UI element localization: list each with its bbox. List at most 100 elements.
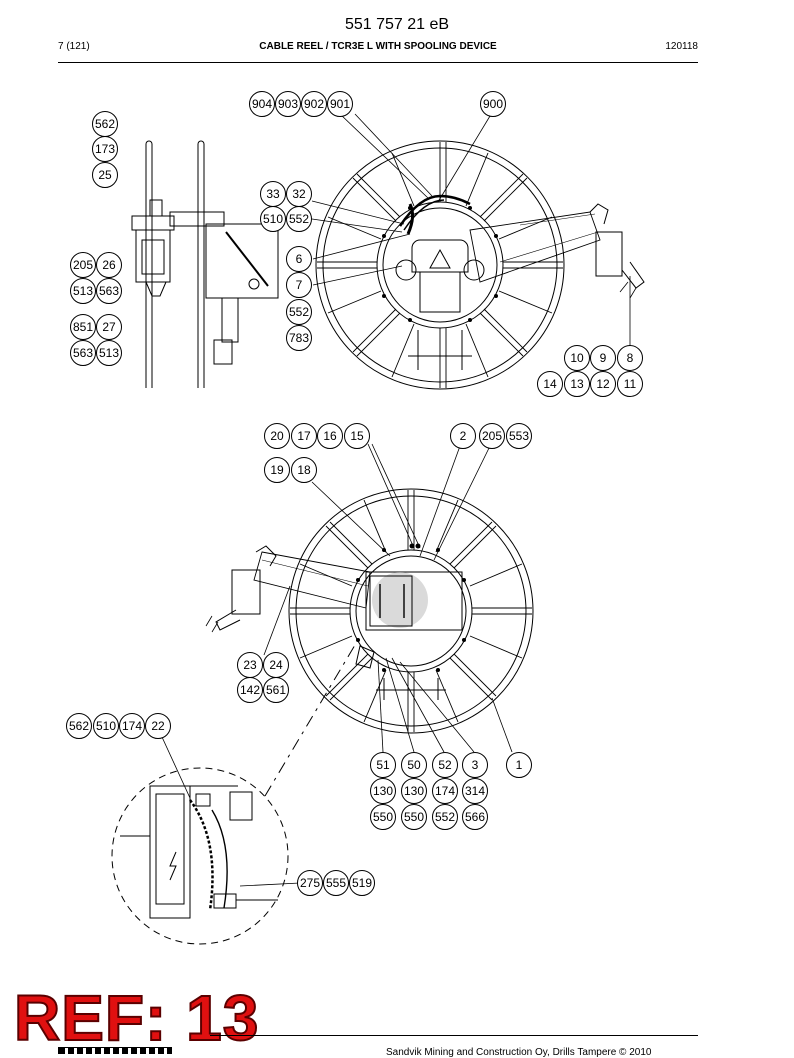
part-callout: 562 — [66, 713, 92, 739]
callout-label: 851 — [73, 320, 93, 334]
callout-circle — [301, 91, 327, 117]
callout-label: 7 — [296, 278, 303, 292]
part-callout: 550 — [401, 804, 427, 830]
part-callout: 563 — [96, 278, 122, 304]
callout-circle — [264, 423, 290, 449]
part-callout: 510 — [93, 713, 119, 739]
callout-circle — [564, 345, 590, 371]
callout-label: 519 — [352, 876, 372, 890]
part-callout: 13 — [564, 371, 590, 397]
callout-label: 20 — [270, 429, 284, 443]
callout-label: 18 — [297, 463, 311, 477]
callout-label: 32 — [292, 187, 306, 201]
callout-circle — [263, 677, 289, 703]
callout-circle — [70, 252, 96, 278]
part-callout: 513 — [96, 340, 122, 366]
part-callout: 33 — [260, 181, 286, 207]
callout-label: 174 — [122, 719, 142, 733]
header-divider — [58, 62, 698, 63]
callout-label: 3 — [472, 758, 479, 772]
callout-circle — [462, 778, 488, 804]
part-callout: 27 — [96, 314, 122, 340]
callout-circle — [344, 423, 370, 449]
callout-label: 11 — [624, 377, 637, 391]
callout-circle — [462, 752, 488, 778]
detail-view — [111, 644, 356, 945]
callout-label: 275 — [300, 876, 320, 890]
callout-label: 783 — [289, 331, 309, 345]
callout-circle — [401, 752, 427, 778]
part-callout: 902 — [301, 91, 327, 117]
callout-circle — [349, 870, 375, 896]
callout-circle — [119, 713, 145, 739]
part-callout: 16 — [317, 423, 343, 449]
callout-label: 26 — [102, 258, 116, 272]
part-callout: 783 — [286, 325, 312, 351]
callout-circle — [93, 713, 119, 739]
callout-label: 903 — [278, 97, 298, 111]
callout-label: 205 — [482, 429, 502, 443]
callout-circle — [70, 278, 96, 304]
callout-circle — [286, 272, 312, 298]
part-callout: 15 — [344, 423, 370, 449]
callout-circle — [96, 252, 122, 278]
callout-circle — [432, 778, 458, 804]
part-callout: 12 — [590, 371, 616, 397]
callout-circle — [297, 870, 323, 896]
page-header: 7 (121) CABLE REEL / TCR3E L WITH SPOOLI… — [58, 41, 698, 55]
part-callout: 510 — [260, 206, 286, 232]
part-callout: 7 — [286, 272, 312, 298]
part-callout: 555 — [323, 870, 349, 896]
callout-circle — [537, 371, 563, 397]
callout-circle — [96, 340, 122, 366]
reel-side-view — [131, 140, 279, 388]
callout-label: 130 — [404, 784, 424, 798]
part-callout: 51 — [370, 752, 396, 778]
document-number: 551 757 21 eB — [344, 16, 450, 33]
part-callout: 32 — [286, 181, 312, 207]
part-callout: 562 — [92, 111, 118, 137]
callout-circle — [66, 713, 92, 739]
callout-label: 1 — [516, 758, 523, 772]
callout-circle — [462, 804, 488, 830]
part-callout: 23 — [237, 652, 263, 678]
callout-circle — [96, 278, 122, 304]
reel-front-view-top — [315, 140, 645, 390]
callout-circle — [286, 325, 312, 351]
callout-label: 553 — [509, 429, 529, 443]
part-callout: 130 — [370, 778, 396, 804]
part-callout: 22 — [145, 713, 171, 739]
part-callout: 513 — [70, 278, 96, 304]
callout-label: 563 — [99, 284, 119, 298]
part-callout: 50 — [401, 752, 427, 778]
part-callout: 851 — [70, 314, 96, 340]
callout-circle — [564, 371, 590, 397]
page-indicator: 7 (121) — [58, 41, 90, 52]
part-callout: 563 — [70, 340, 96, 366]
callout-circle — [286, 246, 312, 272]
part-callout: 25 — [92, 162, 118, 188]
part-callout: 18 — [291, 457, 317, 483]
callout-circle — [432, 804, 458, 830]
callout-label: 13 — [570, 377, 584, 391]
revision-date: 120118 — [665, 41, 698, 52]
callout-circle — [291, 457, 317, 483]
part-callout: 24 — [263, 652, 289, 678]
callout-circle — [617, 345, 643, 371]
callout-label: 552 — [289, 305, 309, 319]
callout-label: 205 — [73, 258, 93, 272]
callout-circle — [260, 206, 286, 232]
callout-label: 12 — [596, 377, 610, 391]
callout-label: 904 — [252, 97, 272, 111]
callout-label: 23 — [243, 658, 257, 672]
part-callout: 901 — [327, 91, 353, 117]
part-callout: 550 — [370, 804, 396, 830]
part-callout: 173 — [92, 136, 118, 162]
callout-circle — [286, 299, 312, 325]
callout-label: 24 — [269, 658, 283, 672]
part-callout: 26 — [96, 252, 122, 278]
callout-label: 22 — [151, 719, 165, 733]
callout-label: 510 — [96, 719, 116, 733]
callout-label: 33 — [266, 187, 280, 201]
